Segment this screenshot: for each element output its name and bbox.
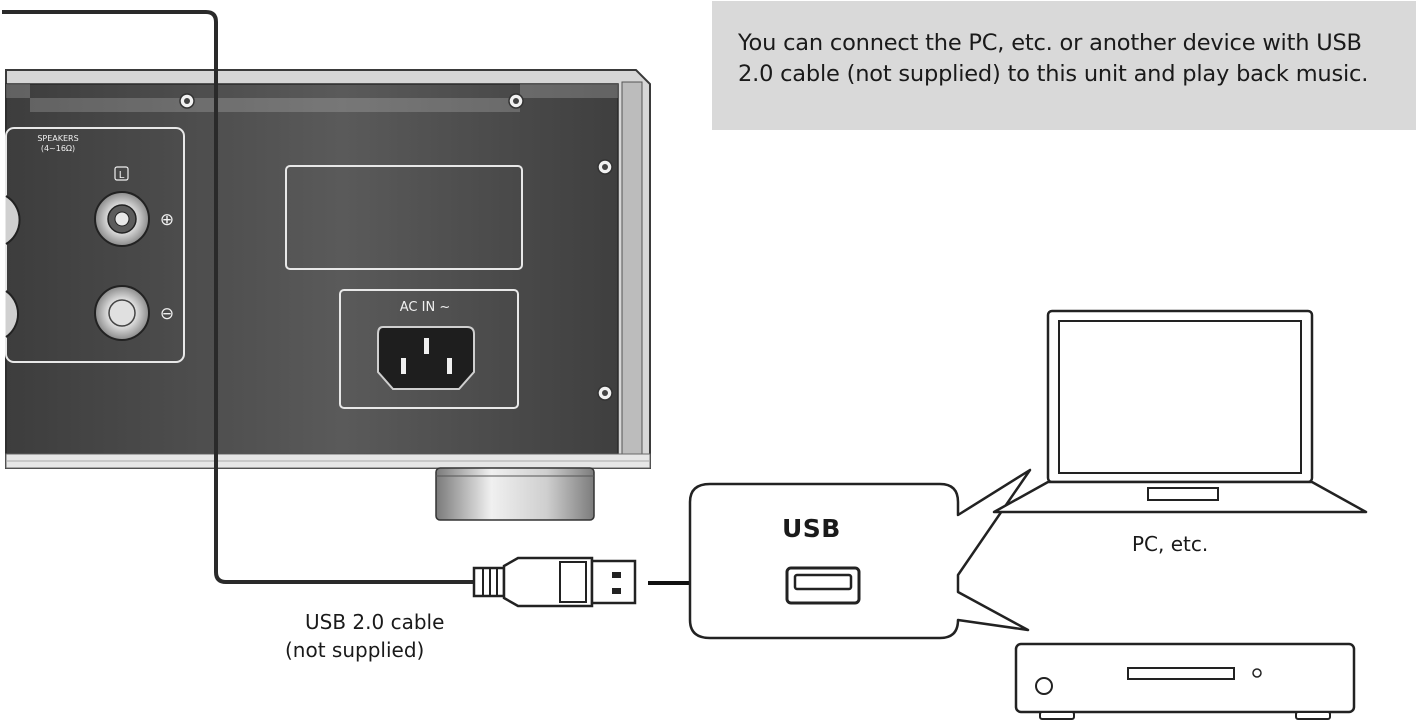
usb-port-label: USB	[782, 514, 841, 543]
speakers-label: SPEAKERS	[37, 134, 78, 143]
screw-icon	[179, 93, 195, 109]
usb-port-icon	[785, 566, 861, 605]
laptop-icon	[992, 309, 1368, 514]
pc-label: PC, etc.	[1132, 532, 1209, 556]
channel-l-label: L	[119, 170, 125, 181]
info-note: You can connect the PC, etc. or another …	[712, 1, 1416, 130]
plus-icon: ⊕	[160, 210, 174, 230]
screw-icon	[597, 159, 613, 175]
speaker-jack-plus	[94, 191, 150, 247]
minus-icon: ⊖	[160, 304, 174, 324]
ac-pin	[424, 338, 429, 354]
usb-plug-icon	[472, 556, 637, 608]
cable-label-line1: USB 2.0 cable	[305, 610, 445, 634]
ac-pin	[401, 358, 406, 374]
rating-label-window	[285, 165, 523, 270]
ac-in-label: AC IN ~	[400, 300, 450, 315]
speaker-terminals: SPEAKERS (4~16Ω) L ⊕ ⊖	[5, 127, 185, 363]
screw-icon	[508, 93, 524, 109]
usb-cable-line	[2, 10, 474, 584]
info-note-text: You can connect the PC, etc. or another …	[738, 30, 1369, 87]
ac-pin	[447, 358, 452, 374]
usb-port-callout	[688, 468, 1032, 640]
panel-screws	[179, 93, 613, 401]
player-device-icon	[1014, 642, 1356, 720]
screw-icon	[597, 385, 613, 401]
ac-inlet: AC IN ~	[339, 289, 519, 409]
cable-label-line2: (not supplied)	[285, 638, 425, 662]
unit-foot	[435, 467, 595, 521]
speaker-jack-minus	[94, 285, 150, 341]
speakers-impedance-label: (4~16Ω)	[41, 144, 75, 153]
